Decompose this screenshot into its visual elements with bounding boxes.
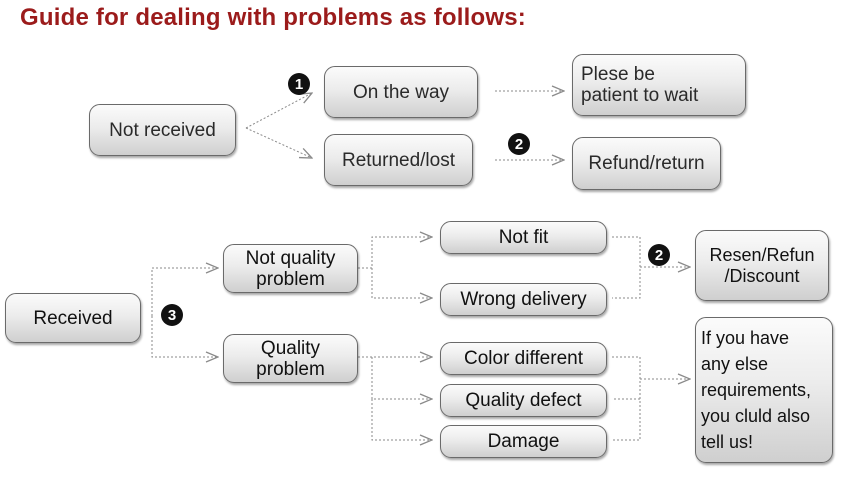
node-received: Received [5,293,141,343]
arrow-to-not-quality [151,268,218,316]
node-color-different: Color different [440,342,607,375]
node-patient-to-wait: Plese be patient to wait [572,54,746,116]
step-3-badge: 3 [161,304,183,326]
node-refund-return: Refund/return [572,137,721,190]
merge-not-quality [612,236,641,299]
arrow-to-on-the-way [245,93,312,129]
step-2-badge-bottom: 2 [648,244,670,266]
node-not-fit: Not fit [440,221,607,254]
node-else-requirements: If you have any else requirements, you c… [695,317,833,463]
step-1-badge: 1 [288,73,310,95]
arrow-to-quality-defect [371,357,432,399]
node-damage: Damage [440,425,607,458]
node-wrong-delivery: Wrong delivery [440,283,607,316]
node-resend-refund-discount: Resen/Refun /Discount [695,230,829,301]
arrow-to-returned-lost [245,127,312,158]
node-not-quality-problem: Not quality problem [223,244,358,293]
node-quality-problem: Quality problem [223,334,358,383]
page-title: Guide for dealing with problems as follo… [20,4,526,31]
arrow-to-damage [371,399,432,440]
node-on-the-way: On the way [324,66,478,118]
arrow-to-wrong-delivery [371,268,432,298]
arrow-to-not-fit [358,237,432,269]
step-2-badge-top: 2 [508,133,530,155]
arrow-to-quality [151,316,218,357]
node-returned-lost: Returned/lost [324,134,473,186]
node-not-received: Not received [89,104,236,156]
node-quality-defect: Quality defect [440,384,607,417]
